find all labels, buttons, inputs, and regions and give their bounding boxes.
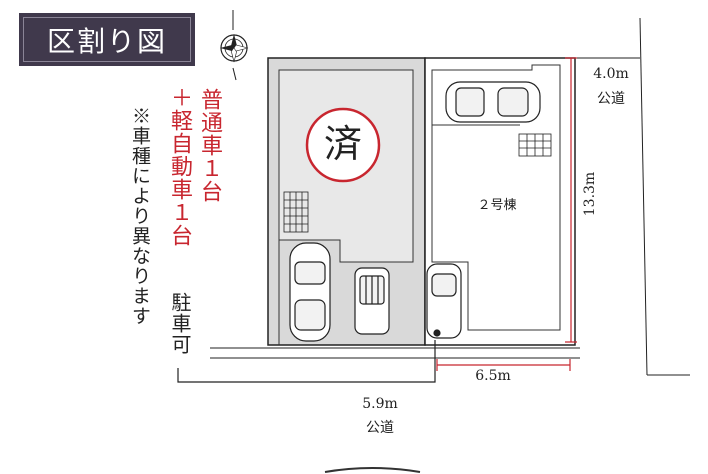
parking-note: ※車種により異なります bbox=[129, 106, 151, 326]
kei-car-icon bbox=[354, 267, 390, 335]
entrance-tiles-left bbox=[283, 191, 309, 233]
dimension-depth-label: 13.3m bbox=[582, 171, 598, 217]
parking-line2: ＋軽自動車１台 bbox=[167, 86, 192, 247]
dimension-frontage bbox=[436, 359, 571, 371]
parking-line3-suffix: 駐車可 bbox=[168, 292, 192, 355]
dimension-depth bbox=[565, 57, 577, 343]
road-lines bbox=[210, 17, 690, 376]
road-south-type: 公道 bbox=[366, 420, 394, 436]
sold-stamp-circle bbox=[305, 107, 381, 183]
bottom-ornament bbox=[324, 467, 421, 473]
road-north-width: 4.0m bbox=[593, 66, 629, 82]
sold-stamp-text: 済 bbox=[323, 122, 362, 166]
sedan-car-icon bbox=[289, 242, 331, 342]
page-title-text: 区割り図 bbox=[46, 24, 167, 58]
compass-icon bbox=[220, 10, 249, 81]
page-title: 区割り図 bbox=[19, 13, 195, 66]
dimension-road-south bbox=[177, 340, 436, 383]
lot-2 bbox=[424, 57, 576, 346]
road-north-type: 公道 bbox=[597, 91, 625, 107]
compact-car-icon bbox=[426, 263, 462, 339]
entrance-tiles-right bbox=[518, 133, 552, 157]
road-south-width: 5.9m bbox=[362, 396, 398, 412]
parking-line1: 普通車１台 bbox=[197, 88, 222, 203]
dimension-frontage-label: 6.5m bbox=[475, 368, 511, 384]
lot-label: ２号棟 bbox=[477, 198, 517, 213]
parked-car-icon bbox=[445, 81, 541, 123]
